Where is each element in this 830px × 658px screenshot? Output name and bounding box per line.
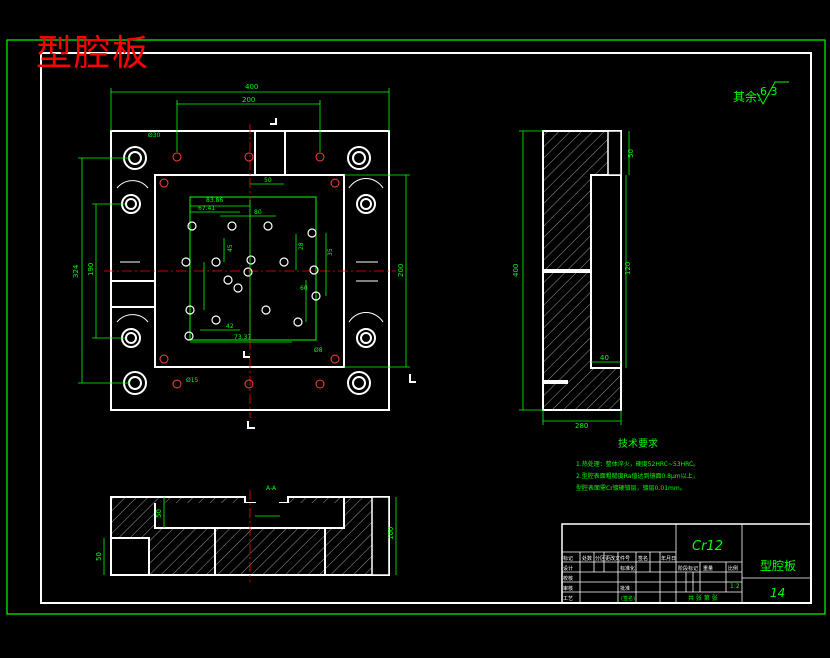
dim-left-inner: 190 (87, 263, 95, 276)
dim-side-top: 50 (627, 149, 635, 158)
cavity-region (189, 196, 317, 341)
dim-center-b: 80 (254, 209, 262, 216)
left-label: 校核 (563, 575, 573, 582)
dim-top-width: 400 (245, 83, 258, 91)
guide-holes (121, 146, 376, 395)
std-mark: (签名) (621, 595, 635, 602)
scale-text: 1:2 (730, 583, 740, 590)
tech-heading: 技术要求 (618, 437, 658, 450)
material-text: Cr12 (692, 539, 723, 554)
page-title: 型腔板 (36, 33, 151, 74)
tech-requirements: 技术要求 1.热处理：整体淬火，硬度52HRC~53HRC。 2.型腔表面粗糙度… (576, 437, 699, 492)
mid-label: 标准化 (620, 565, 635, 572)
dim-center-g: 45 (227, 244, 234, 252)
left-label: 审核 (563, 585, 573, 592)
side-notch (607, 130, 622, 176)
dim-center-h: 28 (298, 242, 305, 250)
dim-center-f: 73.37 (234, 334, 251, 341)
section-pocket-left (110, 537, 150, 576)
left-label: 工艺 (563, 596, 573, 602)
section-dimensions (103, 497, 397, 575)
stage-label: 阶段标记 (678, 565, 698, 572)
dim-center-a: 50 (264, 177, 272, 184)
sheet-info: 共 张 第 张 (688, 594, 718, 602)
dim-hole-c: Ø8 (314, 347, 323, 354)
side-slot (110, 280, 156, 308)
row-label: 分区 (595, 555, 605, 562)
section-view: A-A 50 100 50 (95, 485, 397, 582)
dim-center-e: 42 (226, 323, 234, 330)
dim-side-height: 400 (512, 264, 520, 277)
inner-frame (40, 52, 812, 604)
section-cavity-fill (155, 503, 344, 528)
dim-center-c: 83.86 (206, 197, 223, 204)
dim-center-i: 35 (327, 248, 334, 256)
stage-label: 比例 (728, 565, 738, 572)
dim-side-mid: 120 (624, 262, 632, 275)
dim-side-width: 280 (575, 422, 588, 430)
roughness-value: 6.3 (760, 85, 778, 98)
ejector-holes (181, 221, 321, 341)
side-view: 400 280 50 120 40 (512, 130, 635, 430)
roughness-symbol (756, 81, 789, 106)
dim-section-mid: 50 (155, 509, 163, 518)
stage-label: 重量 (703, 565, 713, 572)
row-label: 签名 (638, 555, 648, 562)
dim-right-height: 200 (397, 264, 405, 277)
bolt-holes (159, 152, 340, 389)
dim-section-right: 100 (387, 527, 395, 540)
section-label: A-A (266, 485, 277, 492)
tech-line-1: 1.热处理：整体淬火，硬度52HRC~53HRC。 (576, 460, 699, 468)
gate-slot (254, 130, 286, 176)
top-view: 400 200 324 190 200 50 83.86 67.41 80 73… (72, 83, 416, 429)
dim-section-h: 50 (95, 552, 103, 561)
section-pocket-right (371, 496, 390, 576)
section-cavity (154, 497, 345, 529)
outer-frame (6, 39, 826, 615)
row-label: 年月日 (661, 555, 676, 562)
dim-side-small: 40 (600, 354, 609, 362)
side-cavity (590, 174, 622, 369)
mid-label: 批准 (620, 585, 630, 592)
row-label: 标记 (563, 555, 573, 562)
angle-arcs (116, 178, 384, 323)
dimension-lines (78, 88, 410, 384)
dim-center-d: 67.41 (198, 205, 215, 212)
row-label: 处数 (582, 555, 592, 562)
dim-hole-b: Ø15 (186, 377, 199, 384)
row-label: 更改文件号 (605, 555, 630, 562)
row-labels: 标记 处数 分区 更改文件号 签名 年月日 设计 校核 审核 工艺 标准化 批准… (563, 555, 738, 602)
title-block: Cr12 型腔板 14 1:2 共 张 第 张 (签名) 标记 处数 分区 更改… (561, 523, 812, 604)
drawing-number: 14 (770, 586, 785, 600)
part-name: 型腔板 (760, 558, 796, 573)
tech-line-3: 型腔表面需Cr镀硬铬层，镀层0.01mm。 (576, 484, 686, 492)
left-label: 设计 (563, 565, 573, 572)
roughness-label: 其余: (733, 89, 761, 104)
dim-hole-a: Ø30 (148, 132, 161, 139)
side-dimensions (519, 130, 630, 425)
dim-center-j: 60 (300, 285, 308, 292)
gate-markers (243, 118, 416, 429)
tech-line-2: 2.型腔表面粗糙度Ra值达到镜面0.8μm以上， (576, 472, 699, 480)
dim-inner-width: 200 (242, 96, 255, 104)
dim-left-outer: 324 (72, 264, 80, 278)
